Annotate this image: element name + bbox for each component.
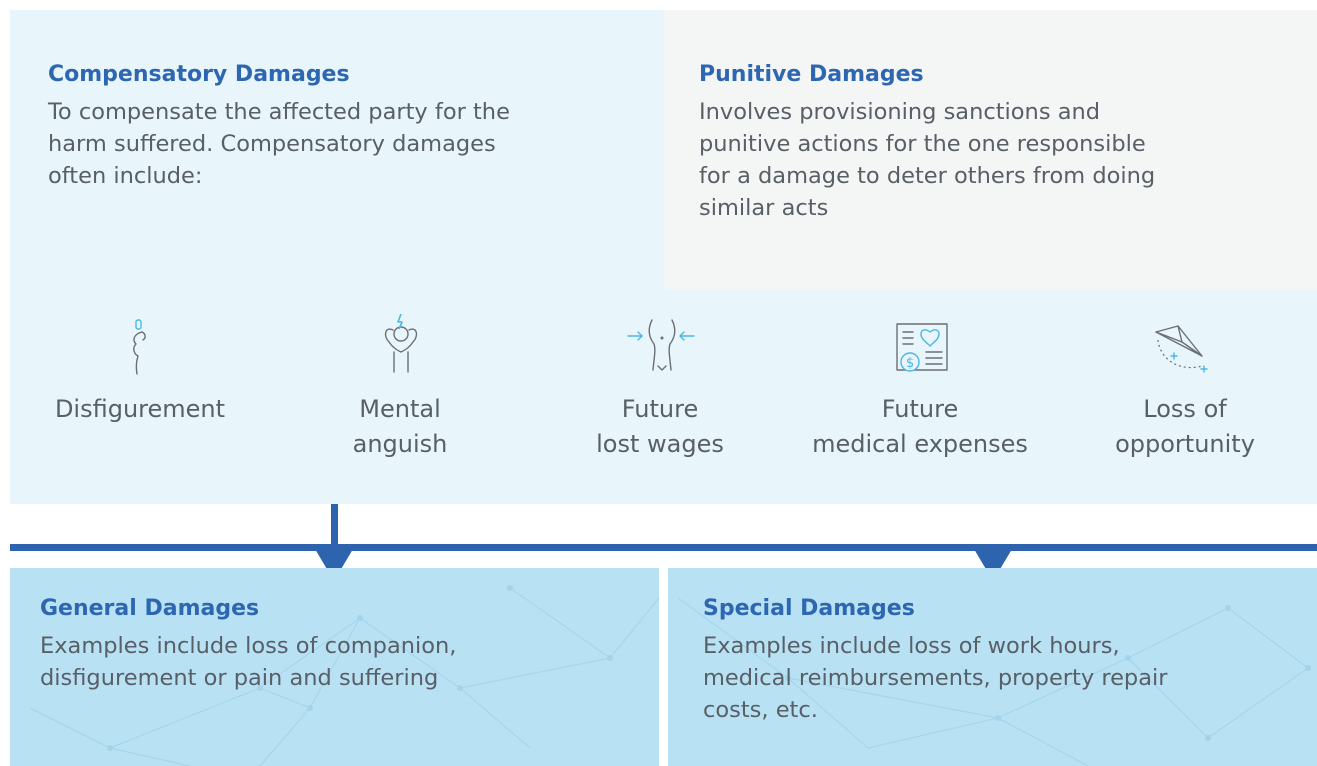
disfigurement-icon xyxy=(133,319,146,375)
punitive-description: Involves provisioning sanctions and puni… xyxy=(699,96,1155,224)
loss-of-opportunity-icon xyxy=(1155,325,1208,373)
special-damages-panel xyxy=(668,568,1317,766)
general-damages-line: Examples include loss of companion, xyxy=(40,633,457,659)
general-damages-description: Examples include loss of companion, disf… xyxy=(40,630,456,694)
item-label-line: opportunity xyxy=(1115,430,1255,458)
item-label-disfigurement: Disfigurement xyxy=(30,392,250,427)
item-label-line: medical expenses xyxy=(812,430,1028,458)
special-damages-description: Examples include loss of work hours, med… xyxy=(703,630,1168,726)
special-damages-line: Examples include loss of work hours, xyxy=(703,633,1120,659)
punitive-title: Punitive Damages xyxy=(699,62,924,87)
item-label-line: Future xyxy=(881,395,959,423)
compensatory-line: often include: xyxy=(48,163,203,189)
medical-expenses-icon: $ xyxy=(896,323,948,372)
svg-text:$: $ xyxy=(906,356,914,371)
item-label-mental-anguish: Mental anguish xyxy=(290,392,510,462)
item-label-medical-expenses: Future medical expenses xyxy=(795,392,1045,462)
item-label-line: lost wages xyxy=(596,430,724,458)
special-damages-line: medical reimbursements, property repair xyxy=(703,665,1168,691)
punitive-line: punitive actions for the one responsible xyxy=(699,131,1146,157)
connector-bar xyxy=(10,544,1317,551)
punitive-line: for a damage to deter others from doing xyxy=(699,163,1156,189)
item-label-line: Future xyxy=(621,395,699,423)
future-lost-wages-icon xyxy=(627,319,695,371)
network-pattern xyxy=(29,585,659,766)
general-damages-title: General Damages xyxy=(40,596,260,621)
special-damages-line: costs, etc. xyxy=(703,697,818,723)
punitive-panel xyxy=(664,10,1317,290)
network-pattern xyxy=(677,597,1311,766)
item-label-future-lost-wages: Future lost wages xyxy=(560,392,760,462)
item-label-loss-of-opportunity: Loss of opportunity xyxy=(1085,392,1285,462)
item-label-line: Mental xyxy=(359,395,441,423)
mental-anguish-icon xyxy=(384,313,418,373)
punitive-line: Involves provisioning sanctions and xyxy=(699,99,1101,125)
compensatory-line: harm suffered. Compensatory damages xyxy=(48,131,496,157)
punitive-line: similar acts xyxy=(699,195,829,221)
compensatory-title: Compensatory Damages xyxy=(48,62,350,87)
item-label-line: Loss of xyxy=(1143,395,1227,423)
general-damages-line: disfigurement or pain and suffering xyxy=(40,665,439,691)
general-damages-panel xyxy=(10,568,659,766)
compensatory-line: To compensate the affected party for the xyxy=(48,99,510,125)
item-label-line: Disfigurement xyxy=(54,395,226,423)
connector-stem xyxy=(331,504,338,550)
special-damages-title: Special Damages xyxy=(703,596,915,621)
compensatory-description: To compensate the affected party for the… xyxy=(48,96,510,192)
item-label-line: anguish xyxy=(352,430,448,458)
